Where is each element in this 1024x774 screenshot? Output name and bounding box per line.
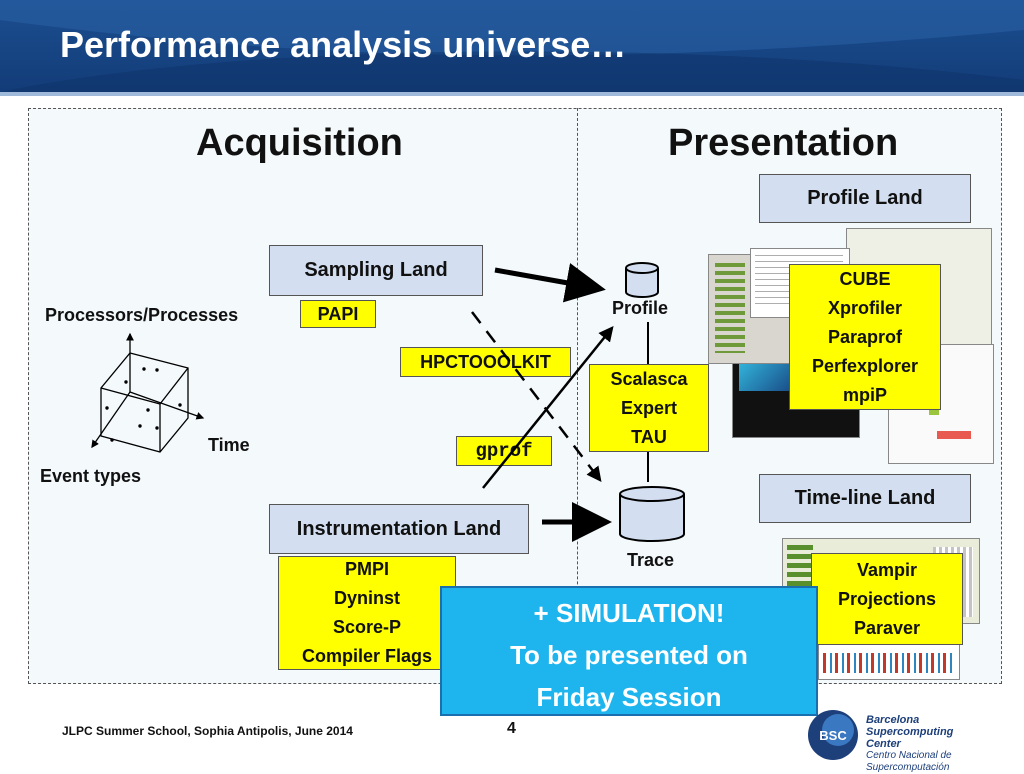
profile-collection-tools-box: Scalasca Expert TAU xyxy=(589,364,709,452)
bsc-logo-mark: BSC xyxy=(819,728,847,743)
sampling-to-trace-dashed xyxy=(471,311,602,482)
tool-compiler-flags: Compiler Flags xyxy=(301,646,433,666)
hpctoolkit-box: HPCTOOOLKIT xyxy=(400,347,571,377)
instrumentation-to-profile-line xyxy=(482,326,614,489)
tool-perfexplorer: Perfexplorer xyxy=(811,355,919,376)
tool-cube: CUBE xyxy=(839,268,891,289)
acquisition-heading: Acquisition xyxy=(196,122,403,164)
simulation-callout: + SIMULATION! To be presented on Friday … xyxy=(440,586,818,716)
presentation-heading: Presentation xyxy=(668,122,899,164)
profile-viewers-box: CUBE Xprofiler Paraprof Perfexplorer mpi… xyxy=(789,264,941,410)
profile-land-box: Profile Land xyxy=(759,174,971,223)
profile-label: Profile xyxy=(612,298,669,318)
page-number: 4 xyxy=(507,720,516,737)
slide-title: Performance analysis universe… xyxy=(60,24,627,65)
axis-label-event-types: Event types xyxy=(40,466,142,486)
timeline-viewers-box: Vampir Projections Paraver xyxy=(811,553,963,645)
tool-scorep: Score-P xyxy=(332,617,402,637)
logo-line-2: Supercomputing xyxy=(866,726,954,738)
event-points xyxy=(105,367,182,442)
profile-storage-icon xyxy=(625,262,659,298)
event-space-cube xyxy=(91,332,205,453)
instrumentation-tools-box: PMPI Dyninst Score-P Compiler Flags xyxy=(278,556,456,670)
axis-label-time: Time xyxy=(208,435,250,455)
footer-text: JLPC Summer School, Sophia Antipolis, Ju… xyxy=(62,724,353,738)
tool-projections: Projections xyxy=(837,588,937,609)
simulation-line-1: + SIMULATION! xyxy=(533,598,725,628)
tool-mpip: mpiP xyxy=(842,384,887,405)
tool-vampir: Vampir xyxy=(856,559,918,580)
bsc-logo-text: Barcelona Supercomputing Center Centro N… xyxy=(866,714,1024,774)
tool-scalasca: Scalasca xyxy=(610,368,688,389)
tool-pmpi: PMPI xyxy=(344,559,389,579)
simulation-line-3: Friday Session xyxy=(536,682,722,712)
tool-paraver: Paraver xyxy=(853,617,921,638)
trace-label: Trace xyxy=(627,550,675,570)
timeline-land-box: Time-line Land xyxy=(759,474,971,523)
tool-xprofiler: Xprofiler xyxy=(827,297,902,318)
papi-box: PAPI xyxy=(300,300,376,328)
simulation-line-2: To be presented on xyxy=(510,640,748,670)
tool-dyninst: Dyninst xyxy=(333,588,400,608)
tool-paraprof: Paraprof xyxy=(827,326,903,347)
logo-line-4: Centro Nacional de Supercomputación xyxy=(866,750,952,773)
title-swoosh xyxy=(0,0,1024,92)
instrumentation-land-box: Instrumentation Land xyxy=(269,504,529,554)
sampling-land-box: Sampling Land xyxy=(269,245,483,296)
logo-line-1: Barcelona xyxy=(866,714,920,726)
trace-storage-icon xyxy=(619,486,685,542)
logo-line-3: Center xyxy=(866,738,901,750)
sampling-to-profile-arrow xyxy=(494,263,606,303)
title-underline xyxy=(0,92,1024,96)
tool-expert: Expert xyxy=(620,397,678,418)
title-bar: Performance analysis universe… xyxy=(0,0,1024,92)
tool-tau: TAU xyxy=(631,426,667,447)
bsc-logo-icon: BSC xyxy=(808,710,858,760)
axis-label-processors: Processors/Processes xyxy=(45,305,239,325)
panel-divider xyxy=(577,108,578,684)
